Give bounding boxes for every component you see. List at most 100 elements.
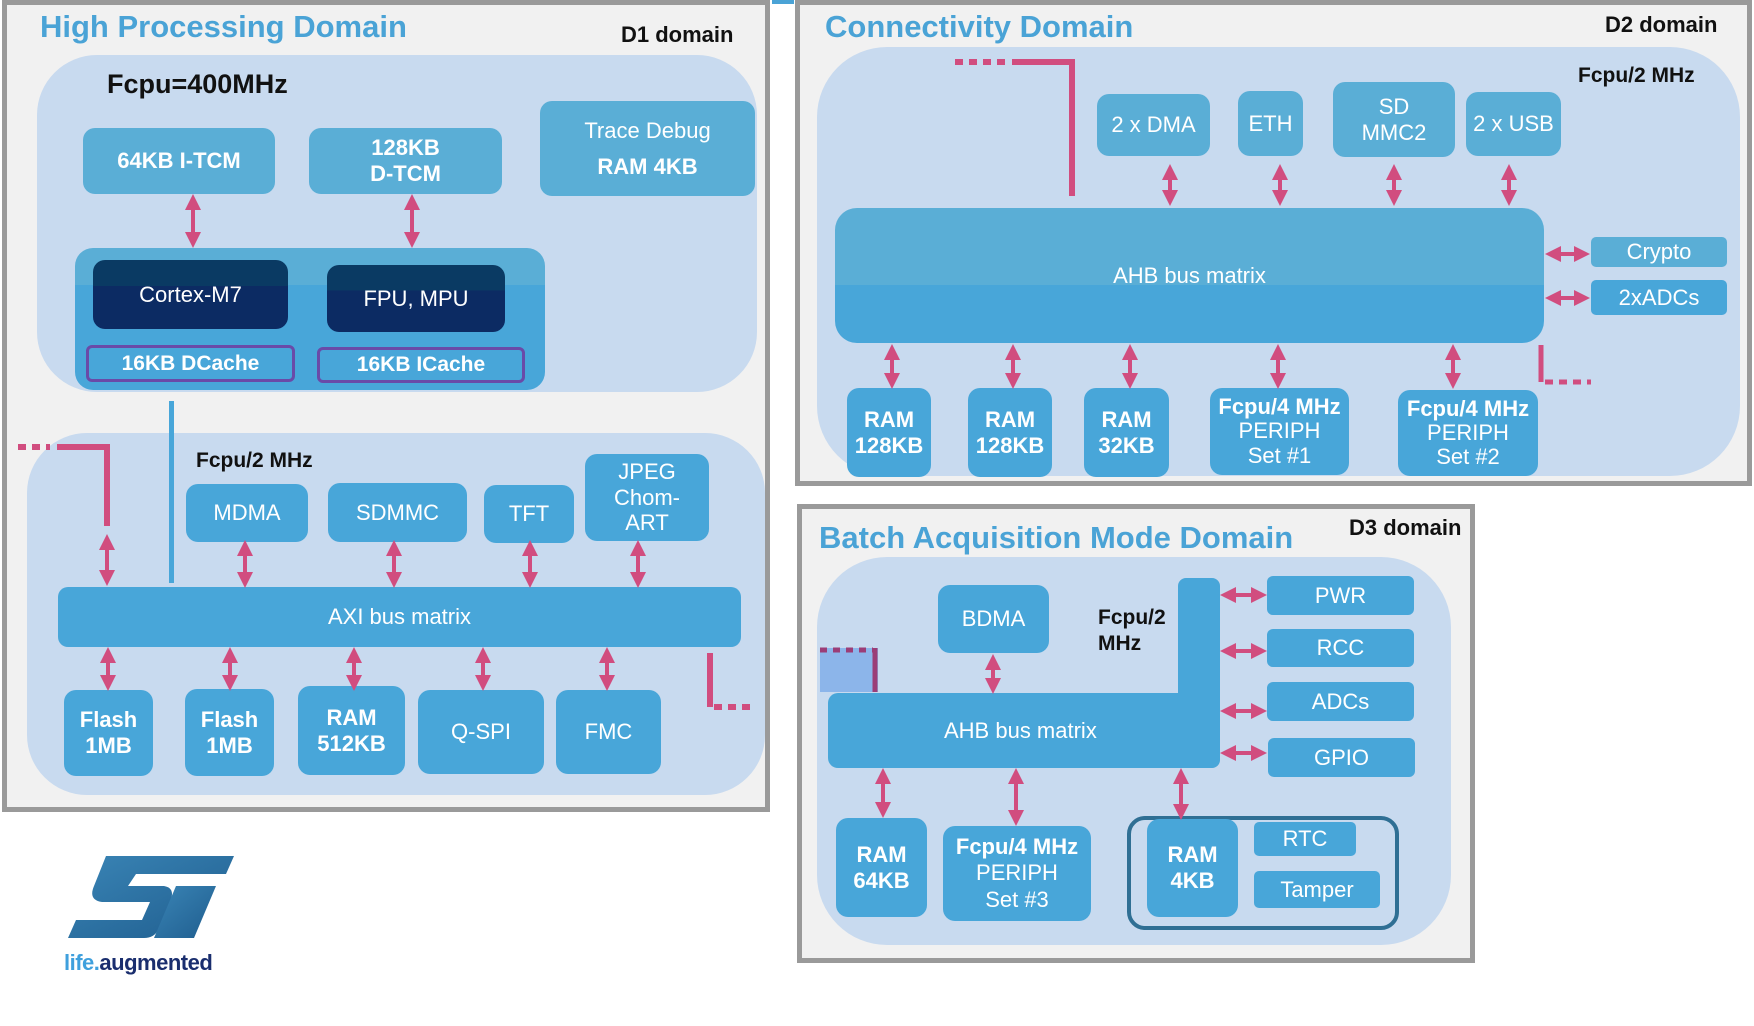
d1-core-frequency: Fcpu=400MHz: [107, 69, 288, 99]
tamper-label: Tamper: [1280, 876, 1354, 902]
d2-bus-frequency: Fcpu/2 MHz: [1578, 64, 1695, 87]
sdmmc2-label-2: MMC2: [1361, 119, 1427, 145]
d3-tamper[interactable]: Tamper: [1254, 871, 1380, 908]
periph3-freq: Fcpu/4 MHz: [955, 833, 1079, 859]
d2-master-eth[interactable]: ETH: [1238, 91, 1303, 156]
d2-master-sdmmc2[interactable]: SD MMC2: [1333, 82, 1455, 157]
d2-periph-set-1[interactable]: Fcpu/4 MHz PERIPH Set #1: [1210, 388, 1349, 475]
top-blue-strip: [772, 0, 794, 4]
d3-ram-64kb[interactable]: RAM 64KB: [836, 818, 927, 917]
dma-label: 2 x DMA: [1111, 112, 1196, 138]
d1-master-mdma[interactable]: MDMA: [186, 484, 308, 542]
dtcm-label-1: 128KB: [371, 135, 440, 161]
d2-ram2-label-1: RAM: [984, 406, 1036, 432]
d2-ahb-bus-matrix[interactable]: AHB bus matrix: [835, 208, 1544, 343]
rtc-label: RTC: [1282, 826, 1328, 852]
d3-periph-set-3[interactable]: Fcpu/4 MHz PERIPH Set #3: [943, 826, 1091, 921]
fmc-label: FMC: [584, 719, 633, 745]
dcache-block[interactable]: 16KB DCache: [86, 345, 295, 382]
dcache-label: 16KB DCache: [121, 351, 260, 375]
periph2-freq: Fcpu/4 MHz: [1406, 395, 1530, 421]
d3-title: Batch Acquisition Mode Domain: [819, 520, 1294, 555]
bdma-label: BDMA: [961, 606, 1026, 632]
d2-periph-set-2[interactable]: Fcpu/4 MHz PERIPH Set #2: [1398, 390, 1538, 476]
rcc-label: RCC: [1316, 635, 1365, 661]
flash2-label-2: 1MB: [206, 732, 253, 758]
jpeg-label-3: ART: [625, 510, 669, 536]
tagline-augmented: augmented: [99, 950, 213, 975]
d2-ram-128kb-2[interactable]: RAM 128KB: [968, 388, 1052, 477]
d1-master-jpeg[interactable]: JPEG Chom- ART: [585, 454, 709, 541]
ram512-label-2: 512KB: [317, 730, 386, 756]
d3-rtc[interactable]: RTC: [1254, 822, 1356, 856]
ram4-label-1: RAM: [1167, 842, 1218, 868]
st-logo-icon: [68, 856, 234, 938]
sdmmc-label: SDMMC: [355, 499, 440, 525]
d3-freq-line-2: MHz: [1098, 632, 1142, 656]
periph1-freq: Fcpu/4 MHz: [1218, 394, 1341, 420]
gpio-label: GPIO: [1313, 744, 1369, 770]
d2-ram1-label-2: 128KB: [854, 432, 924, 458]
d2-side-crypto[interactable]: Crypto: [1591, 237, 1727, 267]
d3-ram-4kb[interactable]: RAM 4KB: [1147, 819, 1238, 917]
axi-bus-matrix[interactable]: AXI bus matrix: [58, 587, 741, 647]
jpeg-label-2: Chom-: [613, 484, 680, 510]
d1-slave-fmc[interactable]: FMC: [556, 690, 661, 774]
ram64-label-1: RAM: [856, 841, 907, 867]
icache-block[interactable]: 16KB ICache: [317, 347, 525, 383]
d2-title: Connectivity Domain: [825, 9, 1134, 44]
backup-domain-outline: [1127, 816, 1399, 930]
d1-master-tft[interactable]: TFT: [484, 485, 574, 543]
d1-slave-qspi[interactable]: Q-SPI: [418, 690, 544, 774]
dtcm-label-2: D-TCM: [370, 161, 441, 186]
core-bus-link: [169, 401, 174, 583]
d1-bus-frequency: Fcpu/2 MHz: [196, 449, 313, 472]
itcm-block[interactable]: 64KB I-TCM: [83, 128, 275, 194]
d2-ram-128kb-1[interactable]: RAM 128KB: [847, 388, 931, 477]
d1-slave-flash-2[interactable]: Flash 1MB: [185, 689, 274, 776]
periph3-name: PERIPH: [976, 860, 1058, 886]
jpeg-label-1: JPEG: [618, 458, 676, 484]
tagline-life: life.: [64, 950, 100, 975]
d2-adcs-label: 2xADCs: [1618, 284, 1700, 310]
d2-domain-label: D2 domain: [1605, 12, 1718, 37]
d1-link-stub: [820, 648, 878, 692]
d3-side-adcs[interactable]: ADCs: [1267, 682, 1414, 721]
cortex-m7-block[interactable]: Cortex-M7: [93, 260, 288, 329]
trace-ram-label: RAM 4KB: [597, 153, 698, 179]
icache-label: 16KB ICache: [356, 353, 486, 376]
d2-master-usb[interactable]: 2 x USB: [1466, 92, 1561, 156]
d2-master-dma[interactable]: 2 x DMA: [1097, 94, 1210, 156]
flash2-label-1: Flash: [200, 706, 259, 732]
d1-master-sdmmc[interactable]: SDMMC: [328, 483, 467, 542]
mdma-label: MDMA: [213, 500, 281, 526]
d1-slave-flash-1[interactable]: Flash 1MB: [64, 690, 153, 776]
crypto-label: Crypto: [1626, 239, 1692, 265]
d1-slave-ram-512kb[interactable]: RAM 512KB: [298, 686, 405, 775]
d3-ahb-bus-matrix[interactable]: AHB bus matrix: [828, 693, 1220, 768]
d2-ram-32kb[interactable]: RAM 32KB: [1084, 388, 1169, 477]
ram512-label-1: RAM: [326, 704, 377, 730]
sdmmc2-label-1: SD: [1378, 93, 1410, 119]
st-tagline: life.augmented: [64, 950, 213, 976]
d2-ahb-bus-label: AHB bus matrix: [1113, 262, 1266, 288]
trace-debug-block[interactable]: Trace Debug RAM 4KB: [540, 101, 755, 196]
trace-debug-label: Trace Debug: [584, 118, 711, 144]
fpu-mpu-block[interactable]: FPU, MPU: [327, 265, 505, 332]
d2-side-adcs[interactable]: 2xADCs: [1591, 280, 1727, 315]
d3-side-gpio[interactable]: GPIO: [1268, 738, 1415, 777]
periph2-name: PERIPH: [1427, 419, 1509, 445]
axi-bus-label: AXI bus matrix: [327, 604, 472, 630]
d3-bdma[interactable]: BDMA: [938, 585, 1049, 653]
d2-ram2-label-2: 128KB: [975, 432, 1045, 458]
pwr-label: PWR: [1314, 582, 1367, 608]
d3-ahb-bus-label: AHB bus matrix: [944, 717, 1097, 743]
dtcm-block[interactable]: 128KB D-TCM: [309, 128, 502, 194]
eth-label: ETH: [1248, 110, 1293, 136]
flash1-label-2: 1MB: [85, 733, 132, 758]
d3-domain-label: D3 domain: [1349, 515, 1462, 540]
d3-side-pwr[interactable]: PWR: [1267, 576, 1414, 615]
periph1-set: Set #1: [1247, 442, 1312, 468]
d3-side-rcc[interactable]: RCC: [1267, 629, 1414, 667]
d1-title: High Processing Domain: [40, 9, 407, 44]
